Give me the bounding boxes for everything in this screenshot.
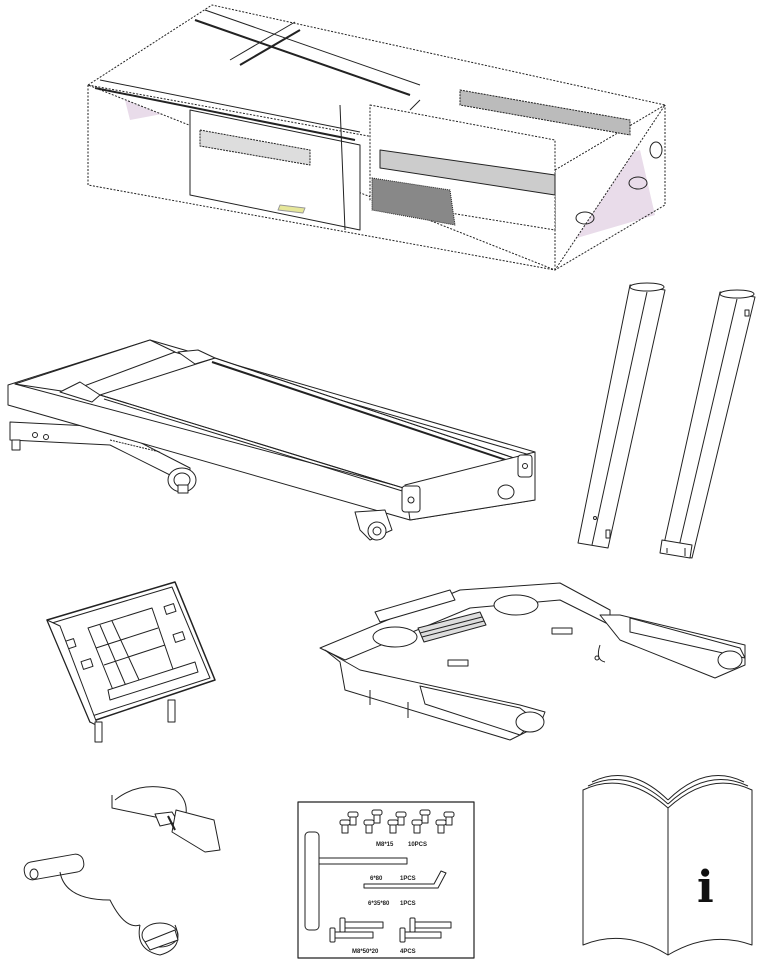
allen-small-size-label: 6*35*80 bbox=[368, 901, 390, 907]
packing-box bbox=[87, 4, 666, 271]
bolt-long-size-label: M8*50*20 bbox=[352, 949, 379, 955]
user-manual: i bbox=[582, 775, 753, 956]
allen-large-qty-label: 1PCS bbox=[400, 876, 416, 882]
bolt-short-qty-label: 10PCS bbox=[408, 842, 427, 848]
upright-post-right bbox=[659, 289, 756, 559]
bolt-short-size-label: M8*15 bbox=[376, 842, 394, 848]
handrail-frame bbox=[319, 582, 746, 741]
allen-small-qty-label: 1PCS bbox=[400, 901, 416, 907]
allen-key bbox=[363, 870, 447, 889]
bolt-long-set bbox=[329, 917, 452, 943]
upright-post-left bbox=[577, 282, 666, 549]
safety-clip bbox=[23, 853, 179, 956]
safety-key bbox=[111, 786, 221, 853]
hardware-pack: M8*15 10PCS 6*80 1PCS 6*35*80 1PCS M8*50… bbox=[297, 801, 475, 959]
console-panel bbox=[46, 581, 216, 743]
treadmill-deck bbox=[7, 339, 536, 541]
allen-large-size-label: 6*80 bbox=[370, 876, 383, 882]
info-icon: i bbox=[697, 862, 714, 913]
bolt-long-qty-label: 4PCS bbox=[400, 949, 416, 955]
t-handle-wrench bbox=[304, 831, 408, 931]
upright-posts bbox=[577, 282, 756, 559]
bolt-short-set bbox=[339, 809, 455, 834]
